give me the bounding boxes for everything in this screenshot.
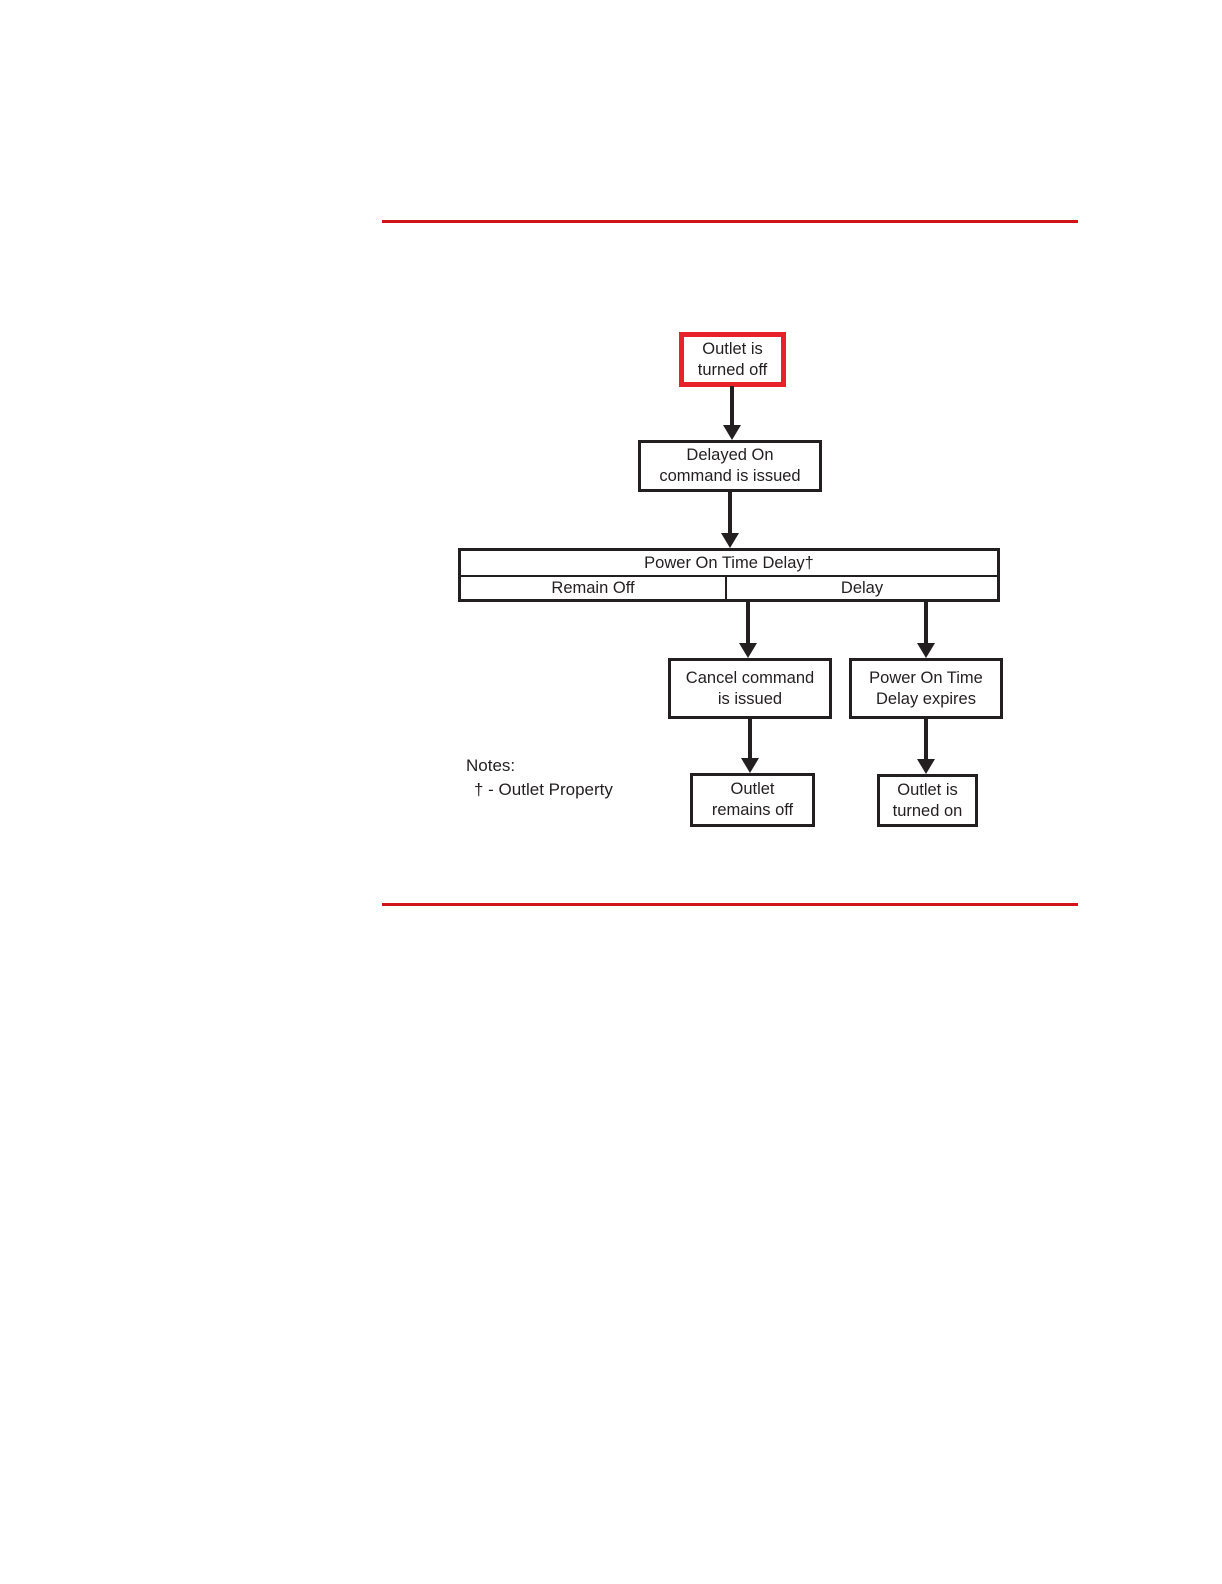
arrow-shaft xyxy=(748,719,752,762)
option-delay: Delay xyxy=(840,578,884,597)
arrowhead-down-icon xyxy=(917,643,935,658)
arrowhead-down-icon xyxy=(741,758,759,773)
node-outlet-turned-off-line2: turned off xyxy=(697,360,768,379)
notes-outlet-property: † - Outlet Property xyxy=(474,780,613,799)
arrowhead-down-icon xyxy=(739,643,757,658)
node-outlet-remains-off: Outlet remains off xyxy=(690,773,815,827)
arrow-shaft xyxy=(728,492,732,537)
arrowhead-down-icon xyxy=(917,759,935,774)
node-cancel-line2: is issued xyxy=(717,689,783,708)
arrow-shaft xyxy=(746,601,750,647)
node-delayed-on-line1: Delayed On xyxy=(686,446,774,465)
node-cancel-line1: Cancel command xyxy=(685,668,815,687)
top-divider-rule xyxy=(382,220,1078,223)
option-remain-off: Remain Off xyxy=(461,577,727,599)
table-header: Power On Time Delay† xyxy=(461,551,997,577)
bottom-divider-rule xyxy=(382,903,1078,906)
node-cancel-command: Cancel command is issued xyxy=(668,658,832,719)
node-turned-on-line1: Outlet is xyxy=(897,780,958,799)
node-outlet-turned-off-line1: Outlet is xyxy=(702,339,763,358)
arrow-shaft xyxy=(924,601,928,647)
arrowhead-down-icon xyxy=(723,425,741,440)
node-remains-off-line2: remains off xyxy=(711,801,794,819)
node-outlet-turned-on: Outlet is turned on xyxy=(877,774,978,827)
power-on-time-delay-table: Power On Time Delay† Remain Off Delay xyxy=(458,548,1000,602)
notes-label: Notes: xyxy=(466,756,516,775)
arrowhead-down-icon xyxy=(721,533,739,548)
arrow-shaft xyxy=(924,719,928,763)
node-delayed-on-command: Delayed On command is issued xyxy=(638,440,822,492)
node-outlet-turned-off: Outlet is turned off xyxy=(679,332,786,387)
table-options-row: Remain Off Delay xyxy=(461,577,997,599)
node-turned-on-line2: turned on xyxy=(892,801,963,820)
node-delay-expires: Power On Time Delay expires xyxy=(849,658,1003,719)
node-delayed-on-line2: command is issued xyxy=(659,467,801,485)
arrow-shaft xyxy=(730,386,734,429)
node-expires-line1: Power On Time xyxy=(869,668,983,687)
node-remains-off-line1: Outlet xyxy=(730,780,775,799)
node-expires-line2: Delay expires xyxy=(876,689,976,708)
